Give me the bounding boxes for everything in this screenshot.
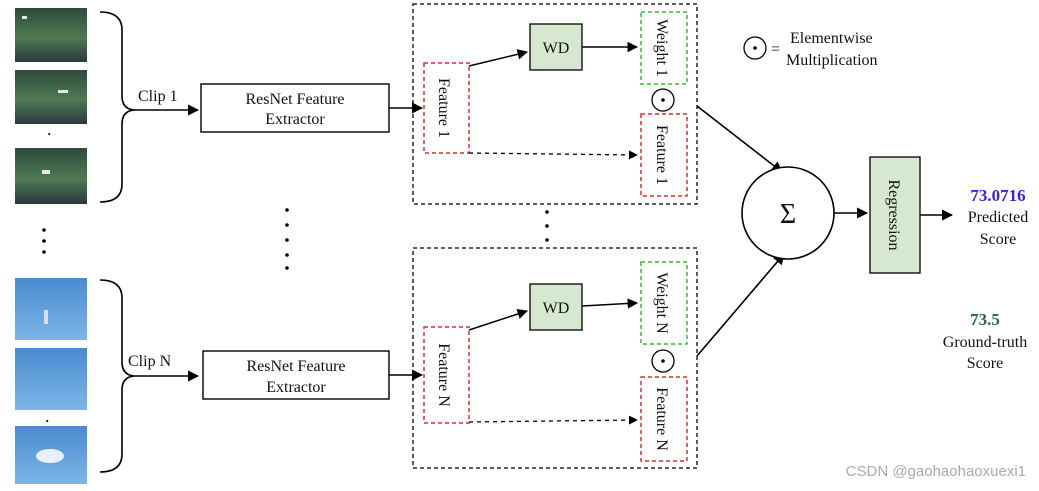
sum-symbol: Σ bbox=[780, 199, 796, 230]
diver-figure-3 bbox=[42, 170, 50, 174]
regression-box bbox=[869, 156, 921, 274]
clip1-feature-out-label: Feature 1 bbox=[653, 125, 670, 185]
frames-vertical-ellipsis bbox=[42, 228, 46, 254]
clipN-to-wd-arrow bbox=[468, 308, 528, 331]
clipN-weight-label: Weight N bbox=[653, 272, 670, 334]
diver-figure-2 bbox=[58, 90, 68, 93]
splash-figure bbox=[36, 449, 64, 463]
clip1-multiply-dot bbox=[661, 98, 665, 102]
predicted-score-value: 73.0716 bbox=[970, 186, 1025, 205]
legend: = Elementwise Multiplication bbox=[743, 30, 878, 69]
clip1-feature-box bbox=[423, 62, 470, 154]
clip1-frame-dot: . bbox=[47, 119, 52, 139]
clip1-weighting-module bbox=[412, 3, 698, 205]
legend-line2: Multiplication bbox=[786, 52, 878, 69]
clipN-feature-out-label: Feature N bbox=[653, 387, 670, 451]
clipN-to-sum-arrow bbox=[696, 253, 785, 357]
clipN-extractor-line1: ResNet Feature bbox=[246, 358, 345, 375]
clip1-label: Clip 1 bbox=[138, 88, 178, 105]
clipN-frame-dot: . bbox=[45, 406, 50, 426]
legend-equals: = bbox=[771, 41, 780, 58]
clipN-feature-skip-arrow bbox=[468, 415, 638, 425]
regression-label: Regression bbox=[885, 179, 902, 250]
clip1-to-wd-arrow bbox=[468, 49, 529, 67]
clipN-frame-1 bbox=[15, 278, 87, 340]
clipN-label: Clip N bbox=[128, 353, 172, 370]
diver-figure-1 bbox=[22, 16, 27, 19]
clip1-weight-label: Weight 1 bbox=[653, 19, 670, 77]
extractor-vertical-ellipsis bbox=[285, 208, 289, 270]
predicted-score-line1: Predicted bbox=[968, 209, 1028, 226]
clip1-extractor-line1: ResNet Feature bbox=[245, 91, 344, 108]
clip1-extractor-box bbox=[200, 83, 390, 133]
clip1-frame-2 bbox=[15, 70, 87, 124]
clipN-multiply-dot bbox=[661, 359, 665, 363]
ground-truth-line1: Ground-truth bbox=[943, 334, 1027, 351]
clipN-extractor-line2: Extractor bbox=[266, 379, 326, 396]
clipN-frame-2 bbox=[15, 348, 87, 410]
clip1-feature-out-box bbox=[640, 113, 688, 197]
clip1-feature-label: Feature 1 bbox=[435, 78, 452, 138]
clipN-feature-label: Feature N bbox=[435, 343, 452, 407]
clip1-brace bbox=[99, 11, 137, 203]
clip1-to-sum-arrow bbox=[696, 105, 783, 173]
clip1-extractor-line2: Extractor bbox=[265, 111, 325, 128]
clip1-frames: . bbox=[15, 8, 87, 204]
diver-figure-4 bbox=[44, 310, 48, 324]
clipN-extractor-box bbox=[202, 350, 390, 400]
module-vertical-ellipsis bbox=[545, 210, 549, 242]
clip1-frame-3 bbox=[15, 148, 87, 204]
clip1-weight-box bbox=[640, 11, 688, 85]
clip1-wd-label: WD bbox=[543, 40, 570, 57]
clipN-brace bbox=[99, 279, 137, 473]
clip1-wd-box bbox=[529, 23, 583, 71]
watermark: CSDN @gaohaohaoxuexi1 bbox=[846, 463, 1026, 480]
clipN-wd-box bbox=[529, 283, 583, 331]
clipN-feature-box bbox=[423, 326, 470, 424]
clipN-weighting-module bbox=[412, 247, 698, 469]
legend-line1: Elementwise bbox=[790, 30, 873, 47]
clipN-weight-box bbox=[640, 261, 688, 345]
predicted-score-line2: Score bbox=[980, 231, 1016, 248]
ground-truth-line2: Score bbox=[967, 355, 1003, 372]
legend-multiply-dot bbox=[753, 46, 757, 50]
clip1-feature-skip-arrow bbox=[468, 150, 638, 160]
clipN-feature-out-box bbox=[640, 376, 688, 462]
clipN-frames: . bbox=[15, 278, 87, 484]
clipN-wd-label: WD bbox=[543, 300, 570, 317]
clipN-wd-to-weight-arrow bbox=[581, 298, 639, 309]
ground-truth-score-value: 73.5 bbox=[970, 310, 1000, 329]
